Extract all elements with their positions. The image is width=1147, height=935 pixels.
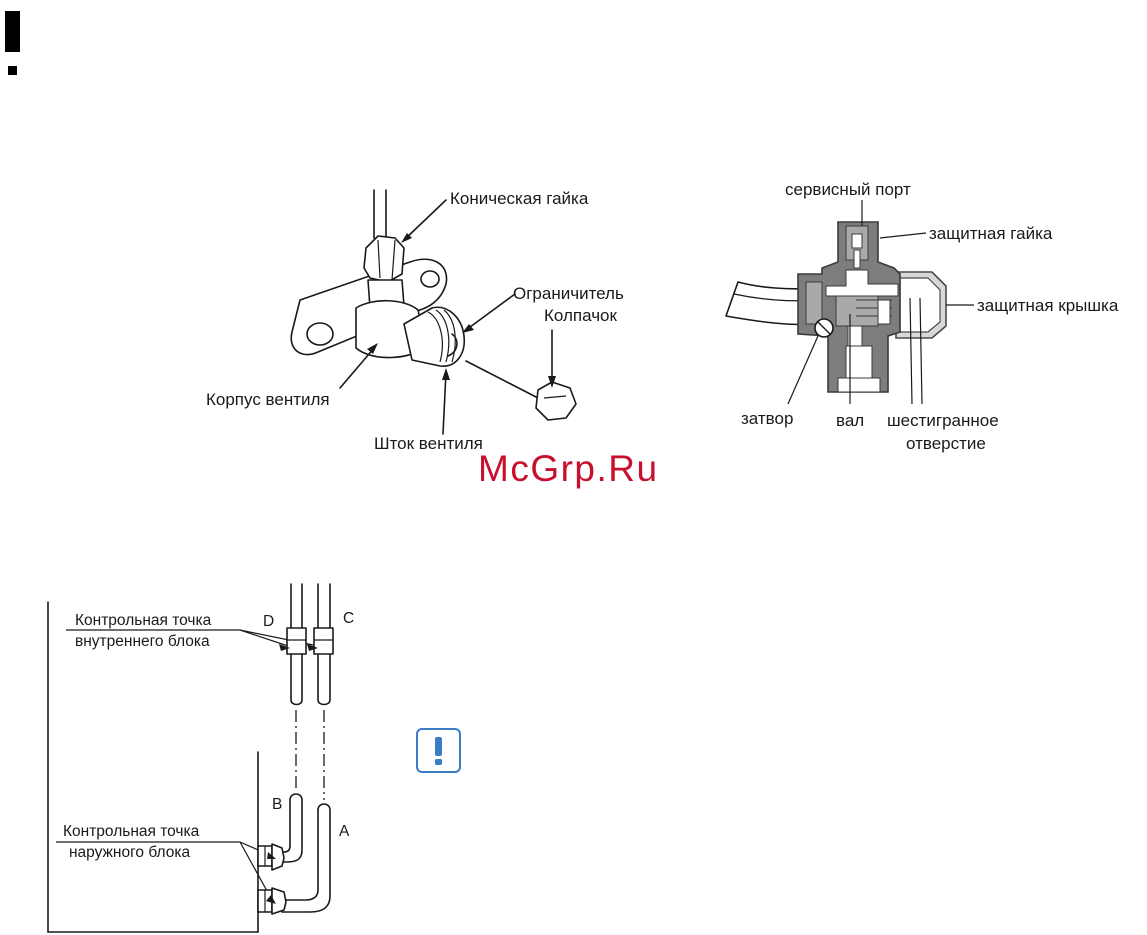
- caution-exclamation-icon: [416, 728, 461, 773]
- label-letter-a: A: [339, 822, 349, 841]
- label-letter-c: C: [343, 609, 354, 628]
- label-outdoor-point-line2: наружного блока: [69, 843, 190, 862]
- label-letter-b: B: [272, 795, 282, 814]
- label-indoor-point-line1: Контрольная точка: [75, 611, 211, 630]
- label-outdoor-point-line1: Контрольная точка: [63, 822, 199, 841]
- label-indoor-point-line2: внутреннего блока: [75, 632, 210, 651]
- label-letter-d: D: [263, 612, 274, 631]
